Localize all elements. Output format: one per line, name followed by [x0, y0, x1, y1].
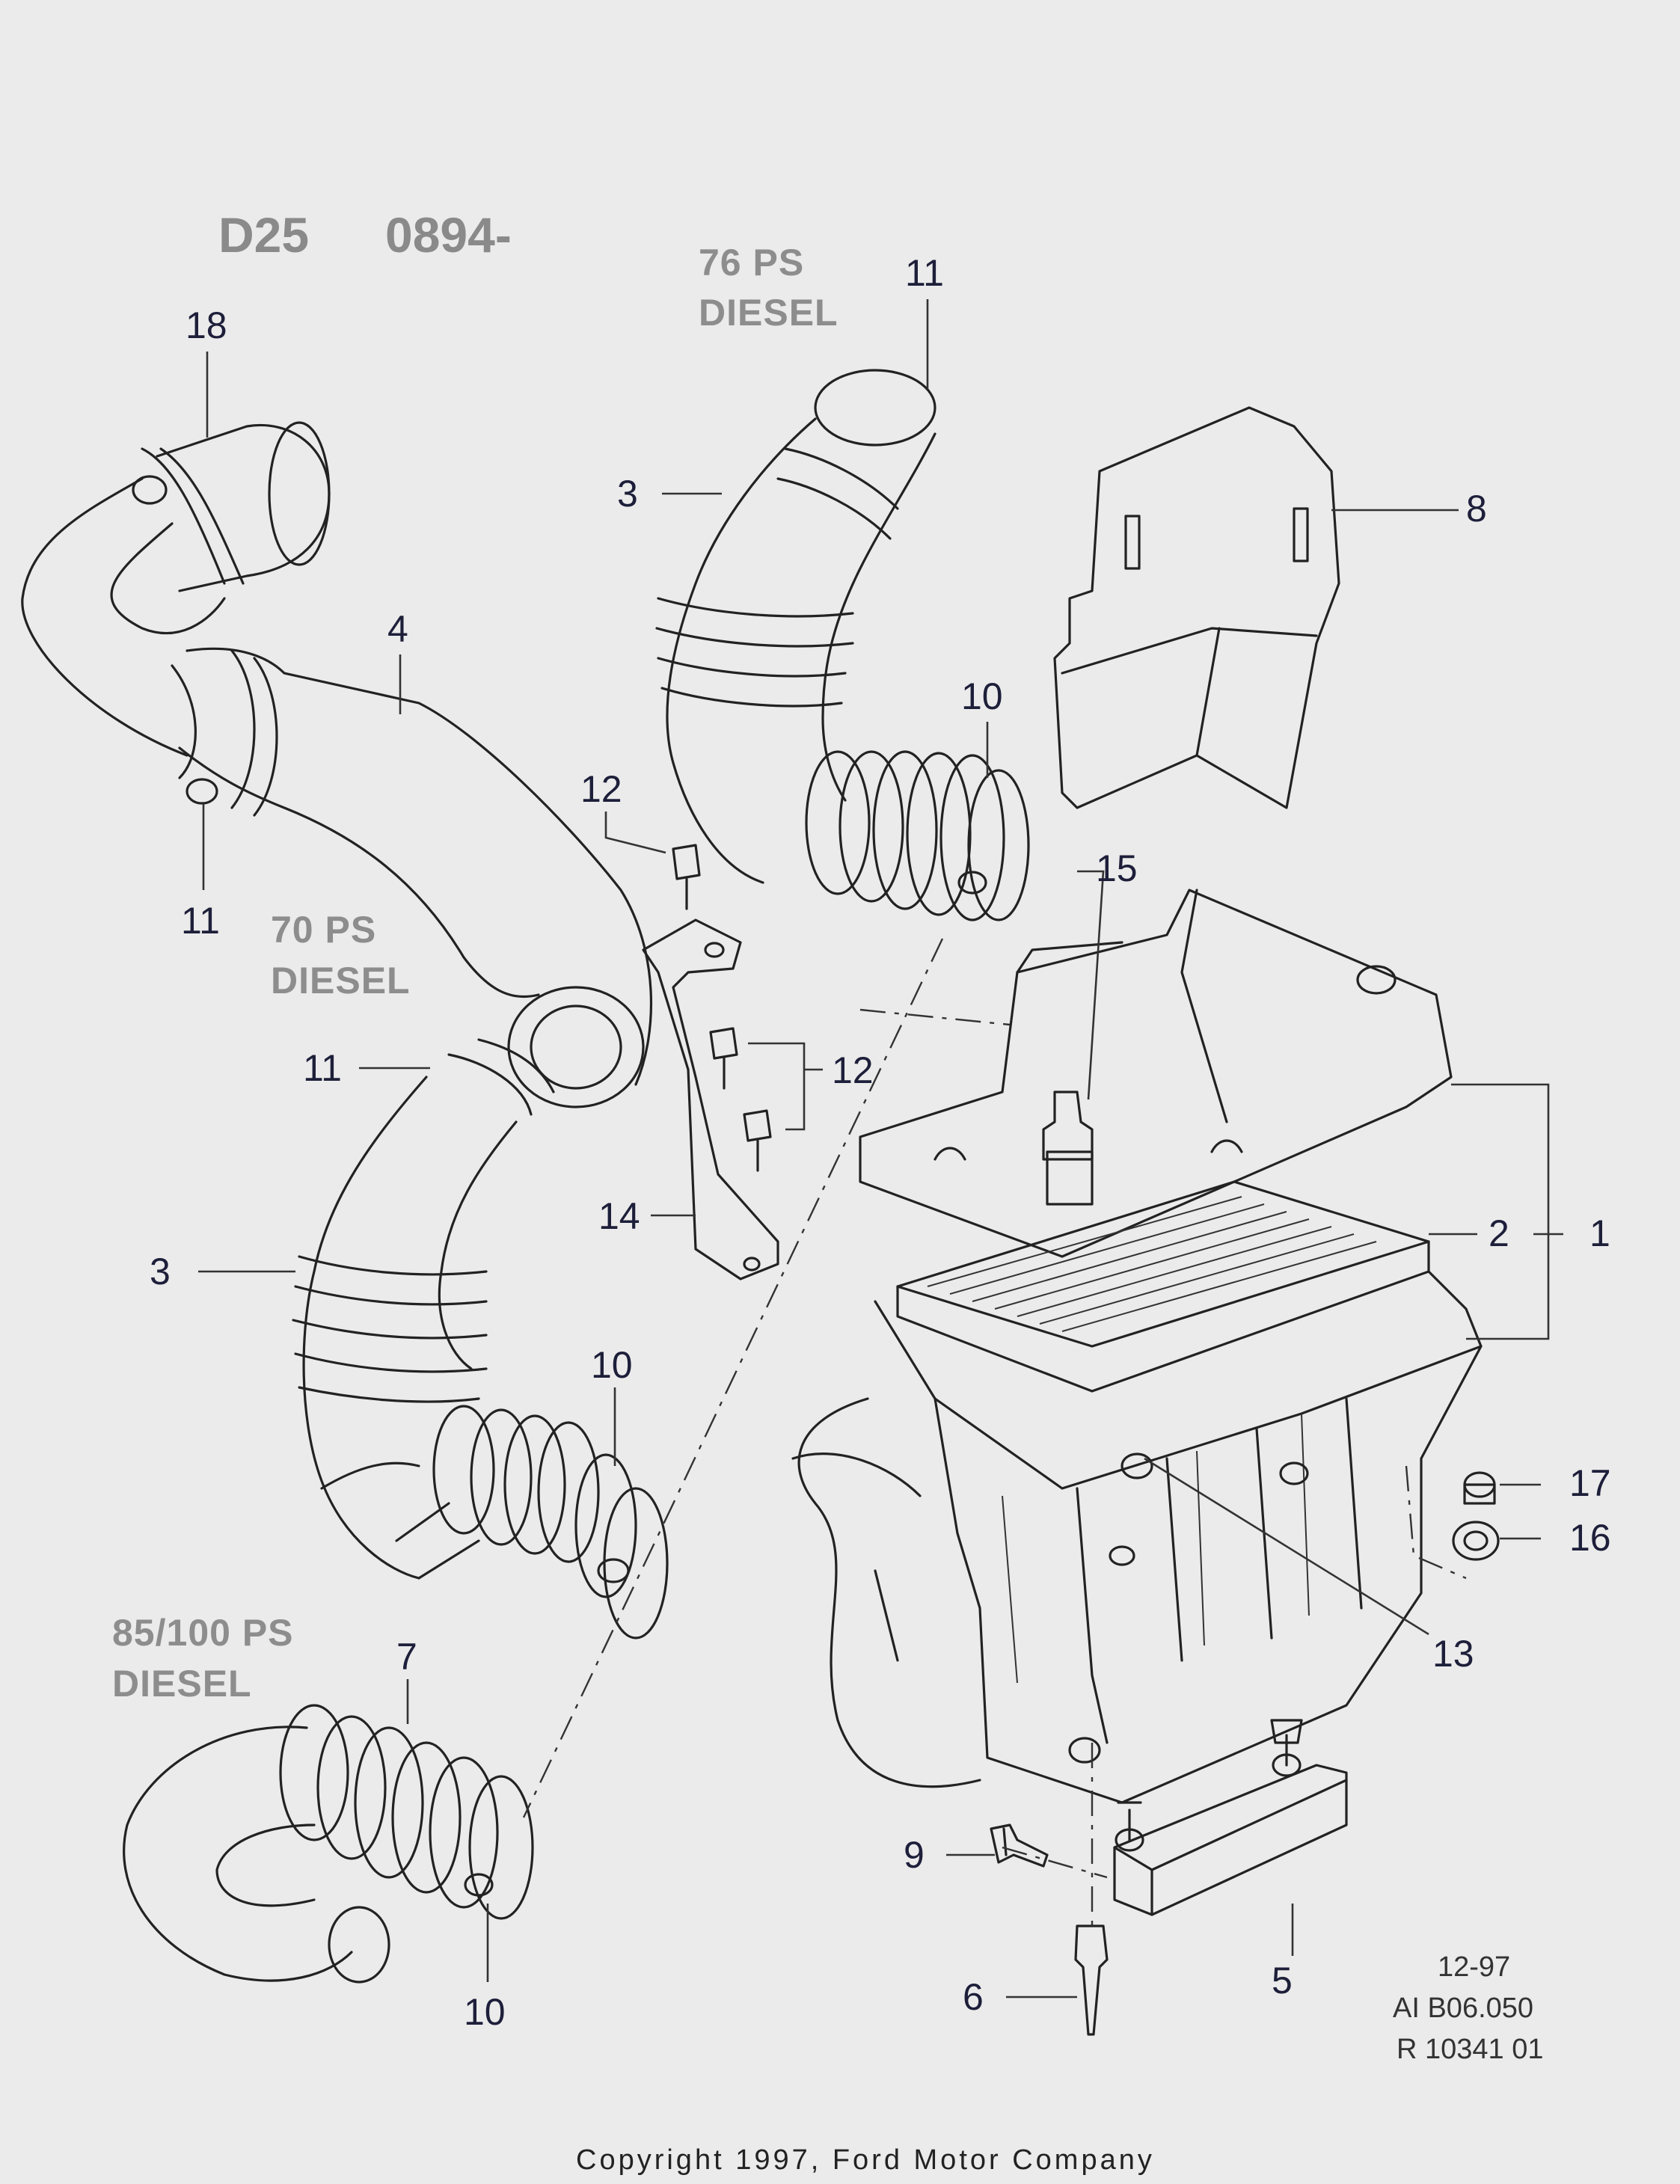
callout-7: 7 — [396, 1636, 417, 1678]
assembly-lines — [522, 938, 1467, 1930]
callout-15: 15 — [1096, 847, 1138, 889]
callout-11-mid: 11 — [303, 1047, 342, 1089]
heat-shield — [1053, 406, 1340, 809]
callout-10-mid: 10 — [591, 1344, 633, 1386]
variant-76ps-line1: 76 PS — [699, 242, 804, 283]
date-code: 0894- — [385, 207, 512, 263]
variant-85ps-line1: 85/100 PS — [112, 1612, 294, 1654]
reference-date: 12-97 — [1438, 1951, 1510, 1983]
callout-6: 6 — [963, 1976, 984, 2018]
corrugated-hose-76ps — [655, 369, 1030, 921]
callout-14: 14 — [598, 1195, 640, 1237]
leader-lines — [198, 299, 1563, 1999]
callout-10-top: 10 — [961, 675, 1003, 717]
callout-11-left: 11 — [181, 900, 220, 942]
callout-17: 17 — [1569, 1462, 1611, 1504]
callout-10-bottom: 10 — [464, 1991, 506, 2033]
copyright-notice: Copyright 1997, Ford Motor Company — [576, 2144, 1155, 2176]
callout-4: 4 — [387, 608, 408, 650]
callout-12-top: 12 — [580, 768, 622, 810]
variant-76ps-line2: DIESEL — [699, 292, 839, 334]
callout-3-top: 3 — [617, 473, 638, 515]
air-cleaner-assembly — [791, 889, 1500, 1804]
intake-duct-70ps — [21, 421, 653, 1116]
callout-3-mid: 3 — [150, 1251, 171, 1292]
callout-12-mid: 12 — [832, 1049, 874, 1091]
variant-70ps-line2: DIESEL — [271, 960, 411, 1001]
callout-13: 13 — [1432, 1633, 1474, 1675]
callout-16: 16 — [1569, 1517, 1611, 1559]
callout-8: 8 — [1466, 488, 1487, 530]
callout-9: 9 — [904, 1834, 925, 1876]
reference-illustration-id: AI B06.050 — [1393, 1993, 1533, 2024]
callout-18: 18 — [186, 304, 227, 346]
reference-number: R 10341 01 — [1397, 2034, 1544, 2065]
corrugated-hose-70ps — [292, 1076, 669, 1639]
support-bracket — [642, 844, 779, 1280]
callouts: 18 11 3 8 4 10 12 11 15 11 12 14 2 1 3 1… — [150, 252, 1611, 2033]
callout-2: 2 — [1489, 1212, 1509, 1254]
variant-85ps-line2: DIESEL — [112, 1663, 252, 1705]
variant-70ps-line1: 70 PS — [271, 909, 376, 951]
callout-1: 1 — [1589, 1212, 1610, 1254]
model-code: D25 — [218, 207, 309, 263]
reference-block: 12-97 AI B06.050 R 10341 01 — [1393, 1951, 1544, 2065]
mounting-bracket — [990, 1719, 1348, 2036]
callout-5: 5 — [1272, 1960, 1293, 2002]
callout-11-top: 11 — [905, 252, 944, 294]
hose-85-100ps — [123, 1704, 534, 1984]
